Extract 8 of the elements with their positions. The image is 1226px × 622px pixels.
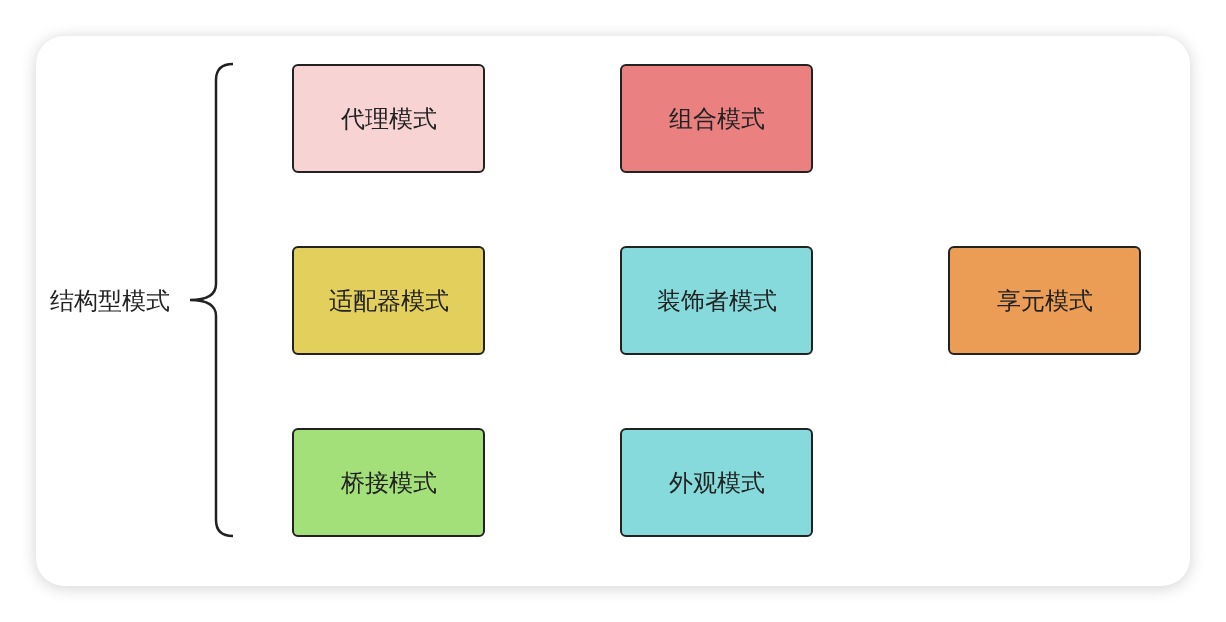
category-label: 结构型模式 — [50, 286, 170, 317]
pattern-box: 享元模式 — [948, 246, 1141, 355]
pattern-box: 适配器模式 — [292, 246, 485, 355]
pattern-box: 代理模式 — [292, 64, 485, 173]
pattern-box: 外观模式 — [620, 428, 813, 537]
pattern-box: 装饰者模式 — [620, 246, 813, 355]
pattern-box: 桥接模式 — [292, 428, 485, 537]
pattern-box: 组合模式 — [620, 64, 813, 173]
